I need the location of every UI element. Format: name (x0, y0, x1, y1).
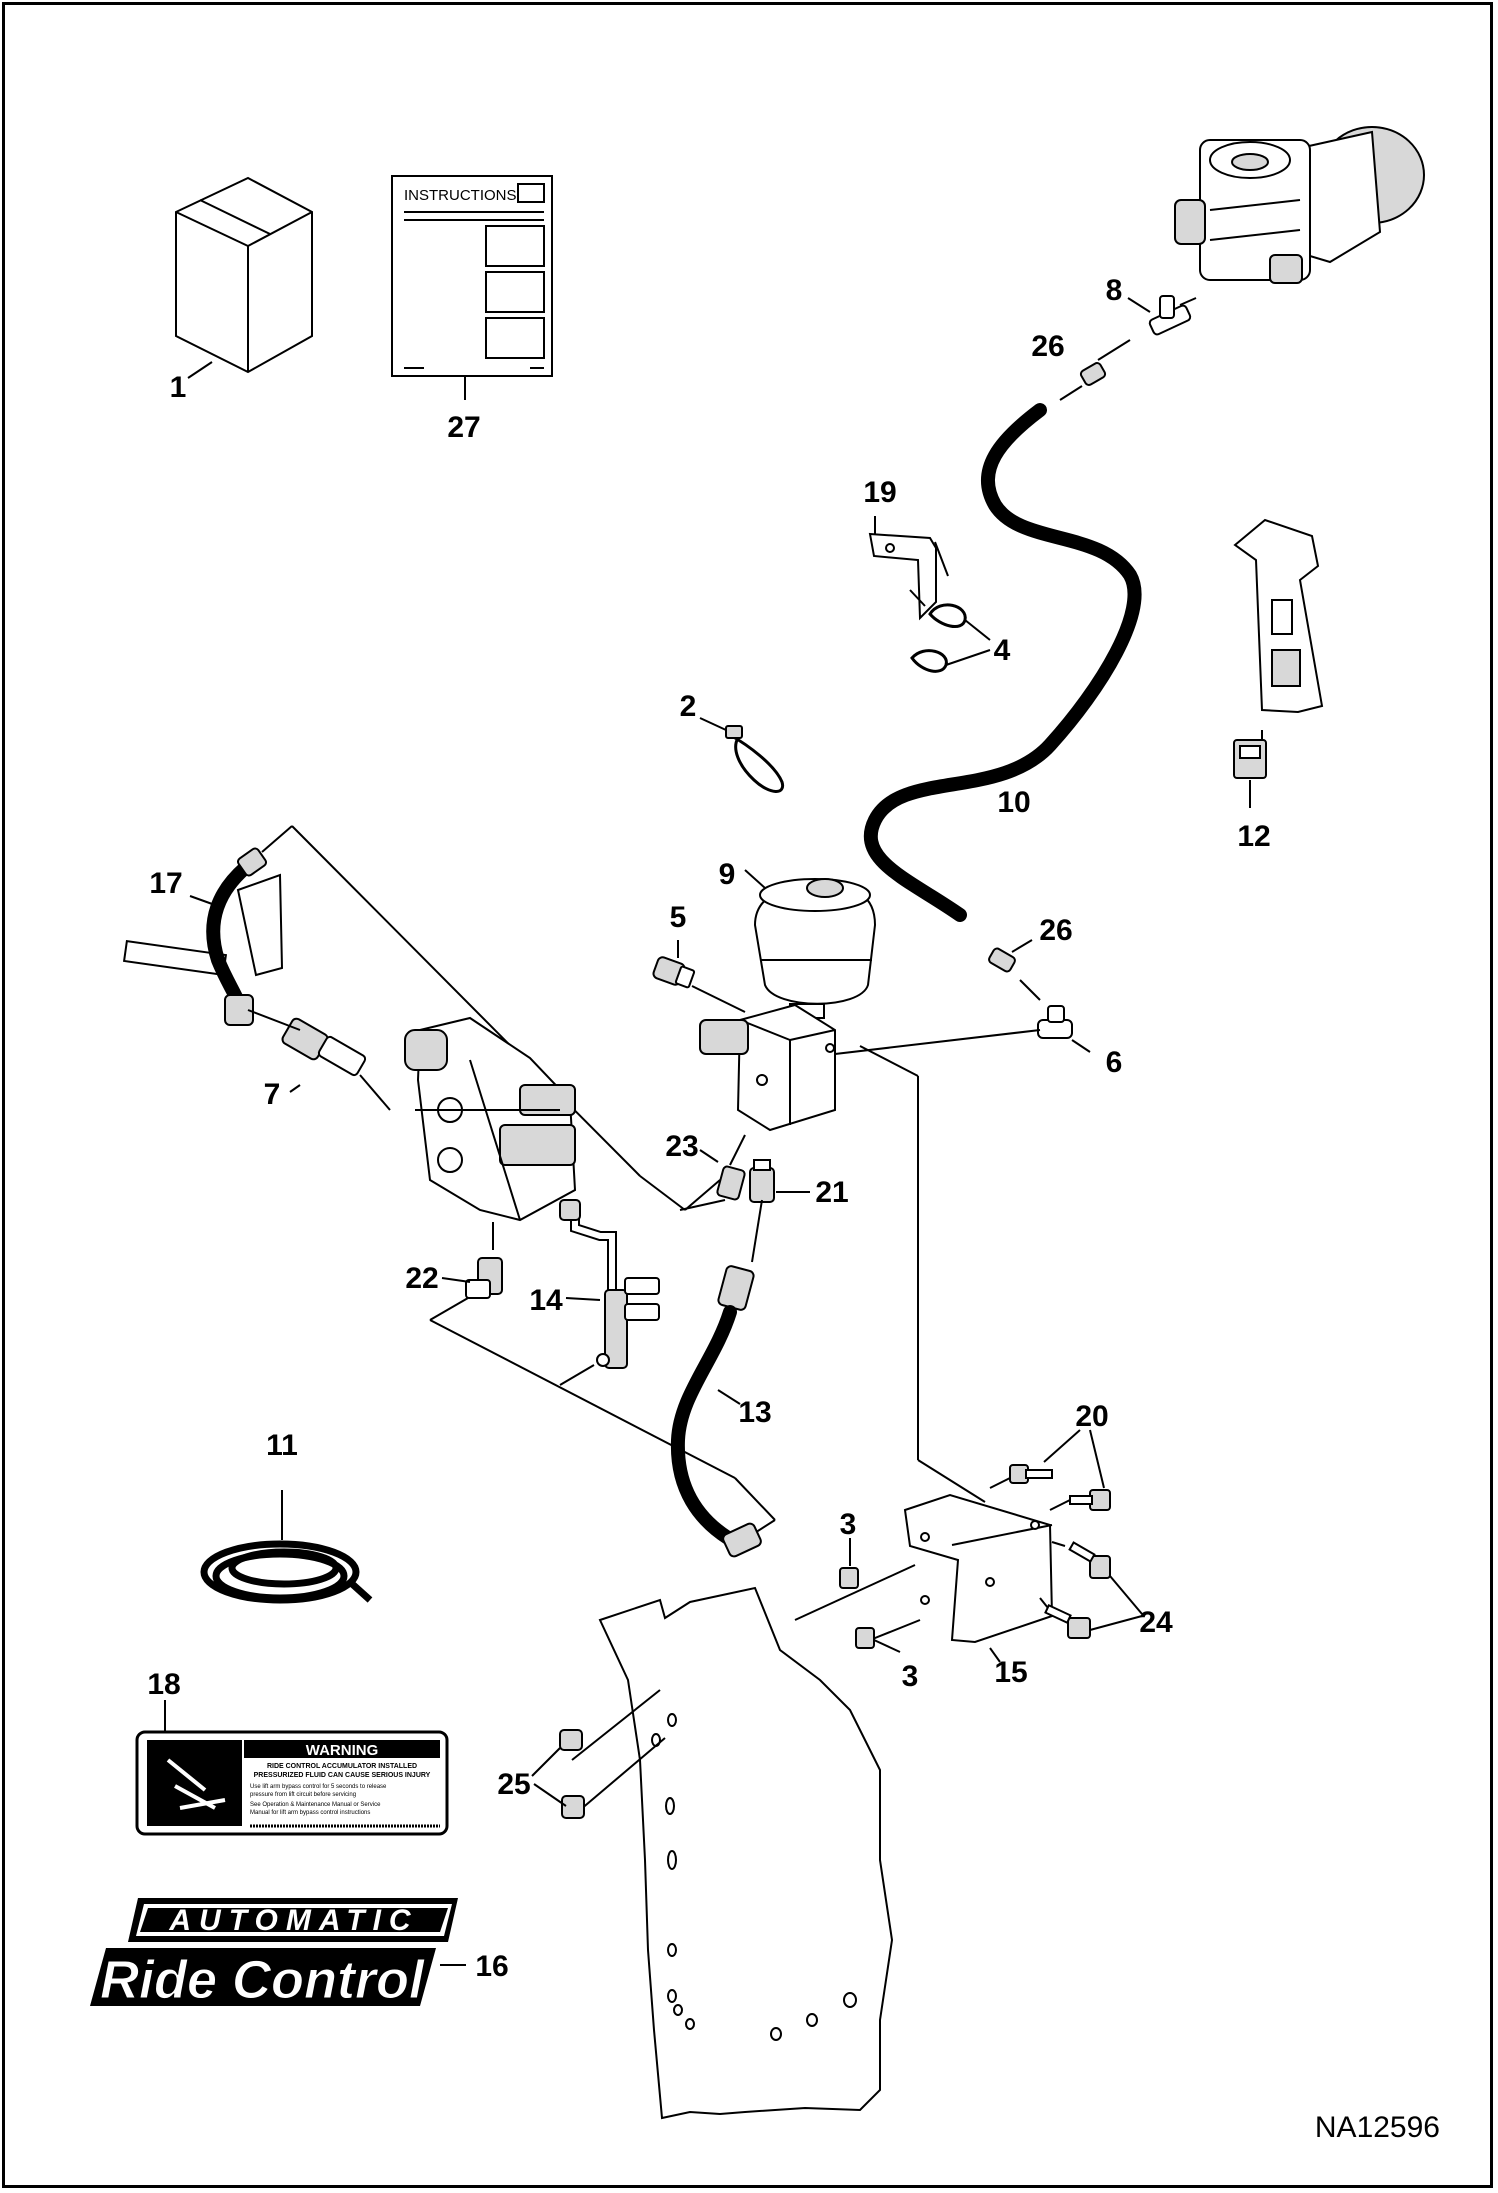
decal-automatic: AUTOMATIC (168, 1904, 418, 1937)
bolt-24b (1044, 1603, 1091, 1639)
frame-panel (598, 1586, 894, 2120)
fitting-23 (716, 1165, 746, 1201)
callout-27: 27 (447, 411, 480, 444)
callout-17: 17 (149, 867, 182, 900)
callout-26-upper: 26 (1031, 330, 1064, 363)
warning-bullet1b: pressure from lift circuit before servic… (250, 1792, 356, 1798)
long-hose (863, 403, 1142, 922)
callout-25: 25 (497, 1768, 530, 1801)
tube-assembly (559, 1199, 660, 1369)
mounting-bracket-15 (903, 1493, 1054, 1644)
decal-ride-control: Ride Control (100, 1950, 425, 2010)
instructions-sheet: INSTRUCTIONS (391, 175, 553, 377)
straight-fitting-5 (652, 956, 696, 989)
hose-clamp-upper (1079, 362, 1107, 386)
nut-25a (559, 1729, 583, 1751)
callout-18: 18 (147, 1668, 180, 1701)
fitting-21 (749, 1159, 775, 1203)
bolt-20a (1009, 1464, 1053, 1484)
cable-tie (729, 733, 785, 793)
drawing-reference: NA12596 (1315, 2111, 1440, 2144)
callout-15: 15 (994, 1656, 1027, 1689)
instructions-title: INSTRUCTIONS (404, 187, 517, 204)
hose-assembly-17 (122, 847, 284, 1026)
warning-line1: RIDE CONTROL ACCUMULATOR INSTALLED (267, 1763, 417, 1770)
callout-26-lower: 26 (1039, 914, 1072, 947)
hose-coil (200, 1540, 373, 1604)
callout-6: 6 (1106, 1046, 1123, 1079)
nut-3a (839, 1567, 859, 1589)
callout-8: 8 (1106, 274, 1123, 307)
callout-22: 22 (405, 1262, 438, 1295)
callout-10: 10 (997, 786, 1030, 819)
callout-20: 20 (1075, 1400, 1108, 1433)
callout-16: 16 (475, 1950, 508, 1983)
elbow-fitting (1037, 1005, 1073, 1039)
warning-decal: WARNING RIDE CONTROL ACCUMULATOR INSTALL… (135, 1730, 449, 1836)
callout-7: 7 (264, 1078, 281, 1111)
callout-23: 23 (665, 1130, 698, 1163)
warning-bullet1a: Use lift arm bypass control for 5 second… (250, 1784, 387, 1790)
nut-25b (561, 1795, 585, 1819)
warning-bullet2a: See Operation & Maintenance Manual or Se… (250, 1802, 381, 1808)
callout-21: 21 (815, 1176, 848, 1209)
warning-bullet2b: Manual for lift arm bypass control instr… (250, 1810, 370, 1816)
relief-valve-fitting (281, 1017, 391, 1111)
callout-2: 2 (680, 690, 697, 723)
elbow-fitting-22 (465, 1257, 503, 1299)
hydraulic-pump (1174, 126, 1425, 284)
control-valve (404, 1016, 577, 1222)
callout-1: 1 (170, 371, 187, 404)
bolt-24a (1068, 1541, 1111, 1579)
short-hose (670, 1265, 762, 1558)
callout-3-upper: 3 (840, 1508, 857, 1541)
warning-heading: WARNING (306, 1742, 379, 1759)
callout-12: 12 (1237, 820, 1270, 853)
warning-line2: PRESSURIZED FLUID CAN CAUSE SERIOUS INJU… (254, 1772, 431, 1779)
callout-19: 19 (863, 476, 896, 509)
callout-13: 13 (738, 1396, 771, 1429)
switch-assembly (1233, 518, 1324, 779)
callout-14: 14 (529, 1284, 563, 1317)
callout-11: 11 (266, 1429, 298, 1462)
ride-control-decal: AUTOMATIC Ride Control (90, 1898, 458, 2011)
p-clamps (910, 603, 991, 673)
hose-clamp-lower (988, 947, 1016, 973)
bolt-20b (1069, 1489, 1111, 1511)
hose-bracket (868, 532, 937, 621)
valve-block (699, 1003, 836, 1132)
accumulator (753, 878, 877, 1019)
nut-3b (855, 1627, 875, 1649)
callout-5: 5 (670, 901, 687, 934)
part-box (175, 176, 313, 374)
callout-24: 24 (1139, 1606, 1173, 1639)
tee-fitting (1148, 295, 1197, 336)
callout-4: 4 (994, 634, 1011, 667)
callout-9: 9 (719, 858, 736, 891)
callout-3-lower: 3 (902, 1660, 919, 1693)
